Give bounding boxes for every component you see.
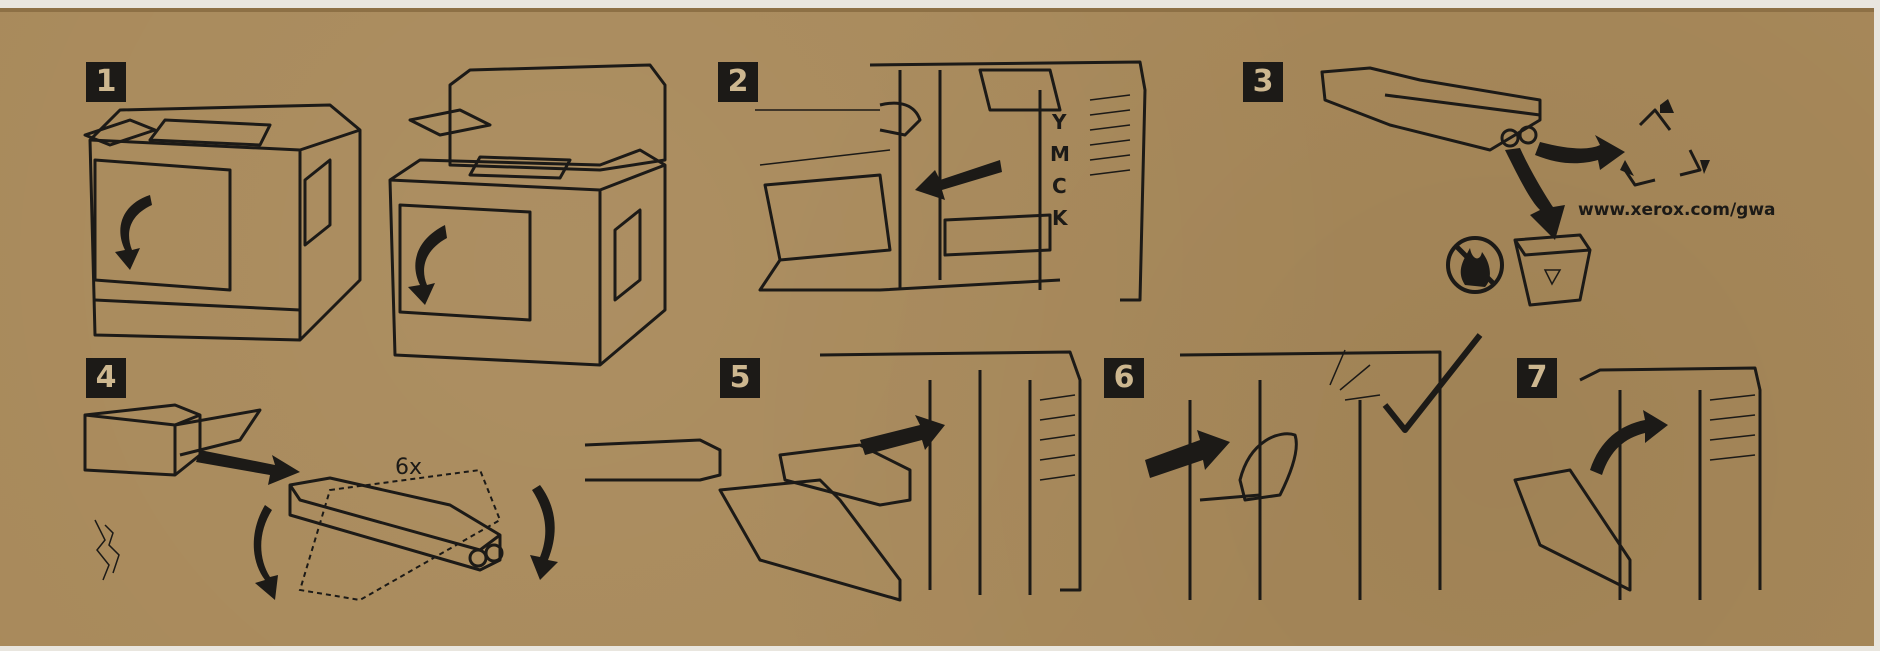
box-top-edge [0, 8, 1874, 12]
color-label-black: K [1052, 206, 1068, 230]
step-4-badge: 4 [86, 358, 126, 398]
step7-closed-door-illustration [1513, 366, 1762, 600]
step-3-badge: 3 [1243, 62, 1283, 102]
recycling-mark-icon [94, 519, 120, 581]
step-5-badge: 5 [720, 358, 760, 398]
step1-mfp-illustration [388, 63, 667, 367]
step6-close-illustration [1145, 333, 1483, 600]
step-6-badge: 6 [1104, 358, 1144, 398]
step4-shake-cartridge-illustration [253, 468, 558, 602]
step-1-badge: 1 [86, 62, 126, 102]
step-7-badge: 7 [1517, 358, 1557, 398]
step5-insert-cartridge-illustration [584, 350, 1082, 602]
step1-printer-illustration [83, 103, 362, 342]
cardboard-box-panel [0, 8, 1874, 646]
step2-open-printer-illustration [755, 60, 1147, 302]
color-label-cyan: C [1052, 174, 1067, 198]
trash-bin-icon [1513, 233, 1592, 307]
recycling-url: www.xerox.com/gwa [1578, 200, 1776, 220]
step-2-badge: 2 [718, 62, 758, 102]
step4-package-illustration [83, 403, 300, 485]
color-label-yellow: Y [1052, 110, 1067, 134]
step3-cartridge-illustration [1320, 66, 1625, 240]
shake-count-label: 6x [395, 455, 423, 480]
no-burning-icon [1446, 236, 1504, 294]
color-label-magenta: M [1050, 142, 1070, 166]
recycle-icon [1620, 99, 1710, 187]
